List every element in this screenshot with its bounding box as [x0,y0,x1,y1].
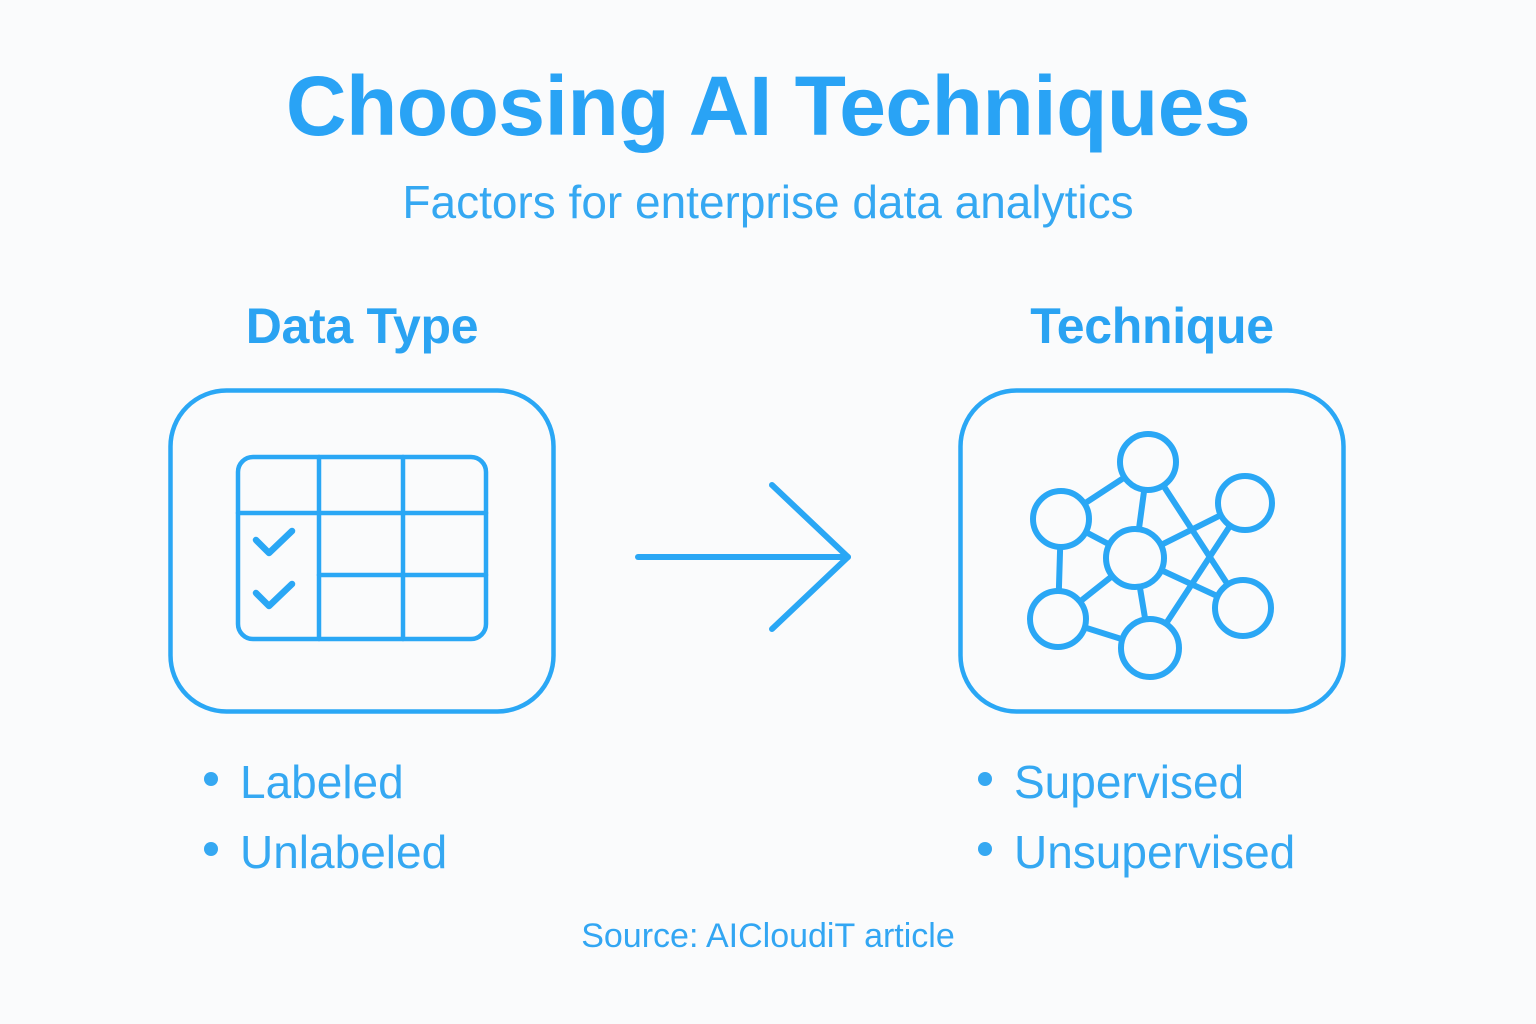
technique-icon-card [958,388,1346,714]
technique-bullet-list: Supervised Unsupervised [958,748,1378,888]
bullet-label: Labeled [240,756,404,808]
bullet-dot-icon [978,841,992,856]
checkmark-icon [252,527,296,610]
flow-arrow [620,470,870,650]
bullet-label: Unsupervised [1014,825,1296,878]
data-type-icon-card [168,388,556,714]
bullet-label: Supervised [1014,756,1245,808]
table-checklist-icon [168,388,556,714]
list-item: Unsupervised [958,818,1378,888]
column-heading-technique: Technique [1030,298,1274,354]
network-nodes [1027,431,1275,680]
bullet-dot-icon [978,772,992,786]
bullet-label: Unlabeled [240,825,448,878]
bullet-dot-icon [204,772,218,786]
bullet-dot-icon [204,841,218,856]
right-arrow-icon [635,482,851,632]
column-heading-data-type: Data Type [245,298,479,354]
list-item: Unlabeled [168,818,568,888]
page-title: Choosing AI Techniques [285,59,1251,153]
data-type-bullet-list: Labeled Unlabeled [168,748,568,888]
page-subtitle: Factors for enterprise data analytics [402,176,1134,228]
source-attribution: Source: AICloudiT article [581,917,955,955]
neural-network-icon [958,388,1346,714]
list-item: Supervised [958,748,1378,818]
list-item: Labeled [168,748,568,818]
